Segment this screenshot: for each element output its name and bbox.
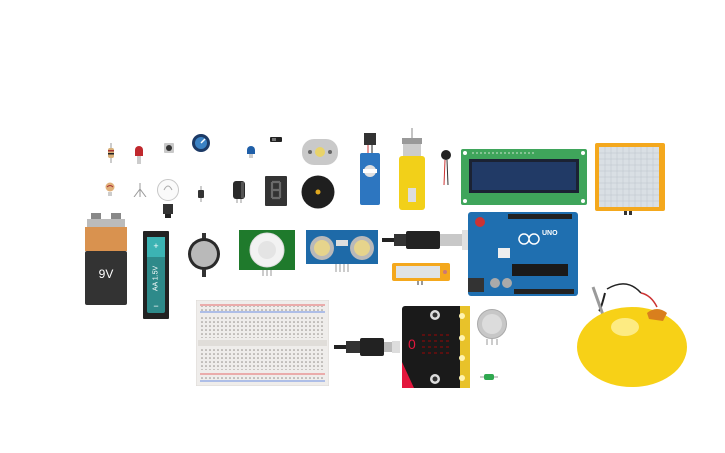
arduino-uno[interactable]: UNO xyxy=(468,212,578,296)
battery-aa[interactable]: + AA 1.5V − xyxy=(143,231,169,319)
slide-switch[interactable] xyxy=(270,137,282,143)
battery-9v[interactable]: 9V xyxy=(85,213,127,305)
coin-cell-battery[interactable] xyxy=(187,233,221,277)
diode[interactable] xyxy=(132,183,148,197)
servo-motor[interactable] xyxy=(360,133,380,207)
photoresistor[interactable] xyxy=(105,182,115,196)
microbit[interactable]: 0 xyxy=(402,306,470,388)
seven-segment-display[interactable] xyxy=(265,176,287,206)
arduino-brand-label: UNO xyxy=(542,230,558,237)
blue-led[interactable] xyxy=(246,146,256,158)
green-capacitor[interactable] xyxy=(480,374,498,380)
battery-aa-minus: − xyxy=(153,301,159,311)
microbit-display-digit: 0 xyxy=(408,336,416,352)
vibration-motor[interactable] xyxy=(440,149,452,185)
flex-sensor-module[interactable] xyxy=(392,263,450,285)
ultrasonic-sensor[interactable] xyxy=(306,230,378,272)
breadboard[interactable] xyxy=(196,300,329,386)
potentiometer[interactable] xyxy=(192,134,210,152)
lemon-battery[interactable] xyxy=(577,281,690,387)
red-led[interactable] xyxy=(134,146,144,164)
tilt-sensor[interactable] xyxy=(198,186,204,202)
touch-grid-sensor[interactable] xyxy=(595,143,665,215)
battery-aa-plus: + xyxy=(153,241,159,251)
gear-motor[interactable] xyxy=(398,128,426,214)
piezo-buzzer[interactable] xyxy=(301,175,335,209)
pushbutton[interactable] xyxy=(164,143,174,153)
pir-sensor[interactable] xyxy=(239,230,295,276)
capacitor[interactable] xyxy=(232,181,246,203)
gas-sensor[interactable] xyxy=(477,309,507,345)
lcd-display[interactable] xyxy=(461,149,587,205)
battery-9v-label: 9V xyxy=(98,267,114,281)
light-bulb[interactable] xyxy=(157,178,179,218)
usb-cable-microbit[interactable] xyxy=(334,336,404,358)
resistor[interactable] xyxy=(106,143,116,163)
dc-motor[interactable] xyxy=(302,137,338,167)
